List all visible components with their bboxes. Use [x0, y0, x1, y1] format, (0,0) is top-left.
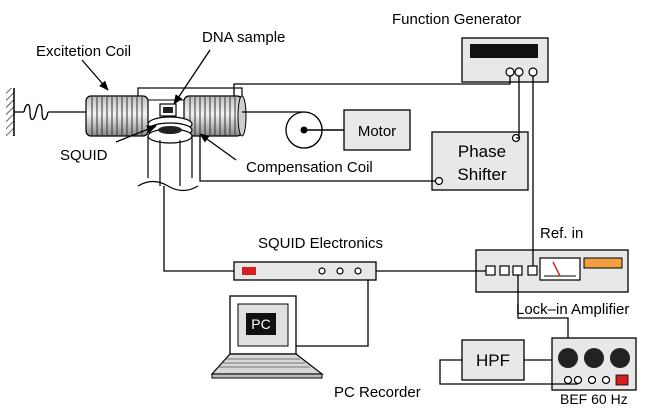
function-generator [461, 37, 549, 83]
bef-filter [551, 337, 637, 391]
excitation-coil-label: Excitetion Coil [36, 43, 131, 60]
hpf-label: HPF [476, 351, 510, 370]
excitation-coil [85, 95, 149, 137]
lockin-amplifier [475, 249, 629, 293]
squid-electronics-label: SQUID Electronics [258, 235, 383, 252]
dna-sample-label: DNA sample [202, 29, 285, 46]
function-generator-label: Function Generator [392, 11, 521, 28]
pointer-arrows [81, 49, 237, 161]
hpf-box: HPF [461, 339, 525, 381]
motor-label: Motor [358, 123, 396, 140]
compensation-coil [183, 95, 247, 137]
phase-shifter-label-2: Shifter [457, 165, 506, 184]
squid-electronics [233, 261, 377, 281]
spring [14, 103, 90, 121]
pc-laptop: PC [210, 295, 324, 379]
motor-box: Motor [343, 109, 411, 151]
phase-shifter: Phase Shifter [431, 131, 529, 191]
wall-mount [6, 88, 15, 136]
squid-label: SQUID [60, 147, 108, 164]
flywheel [242, 111, 344, 149]
bef-label: BEF 60 Hz [560, 391, 628, 407]
lockin-amplifier-label: Lock–in Amplifier [516, 301, 629, 318]
phase-shifter-label-1: Phase [458, 142, 506, 161]
pc-screen-label: PC [251, 316, 270, 332]
dna-sample [159, 103, 177, 117]
wiring [163, 76, 578, 385]
compensation-coil-label: Compensation Coil [246, 159, 373, 176]
ref-in-label: Ref. in [540, 225, 583, 242]
pc-recorder-label: PC Recorder [334, 384, 421, 401]
squid-sensor [137, 116, 199, 192]
